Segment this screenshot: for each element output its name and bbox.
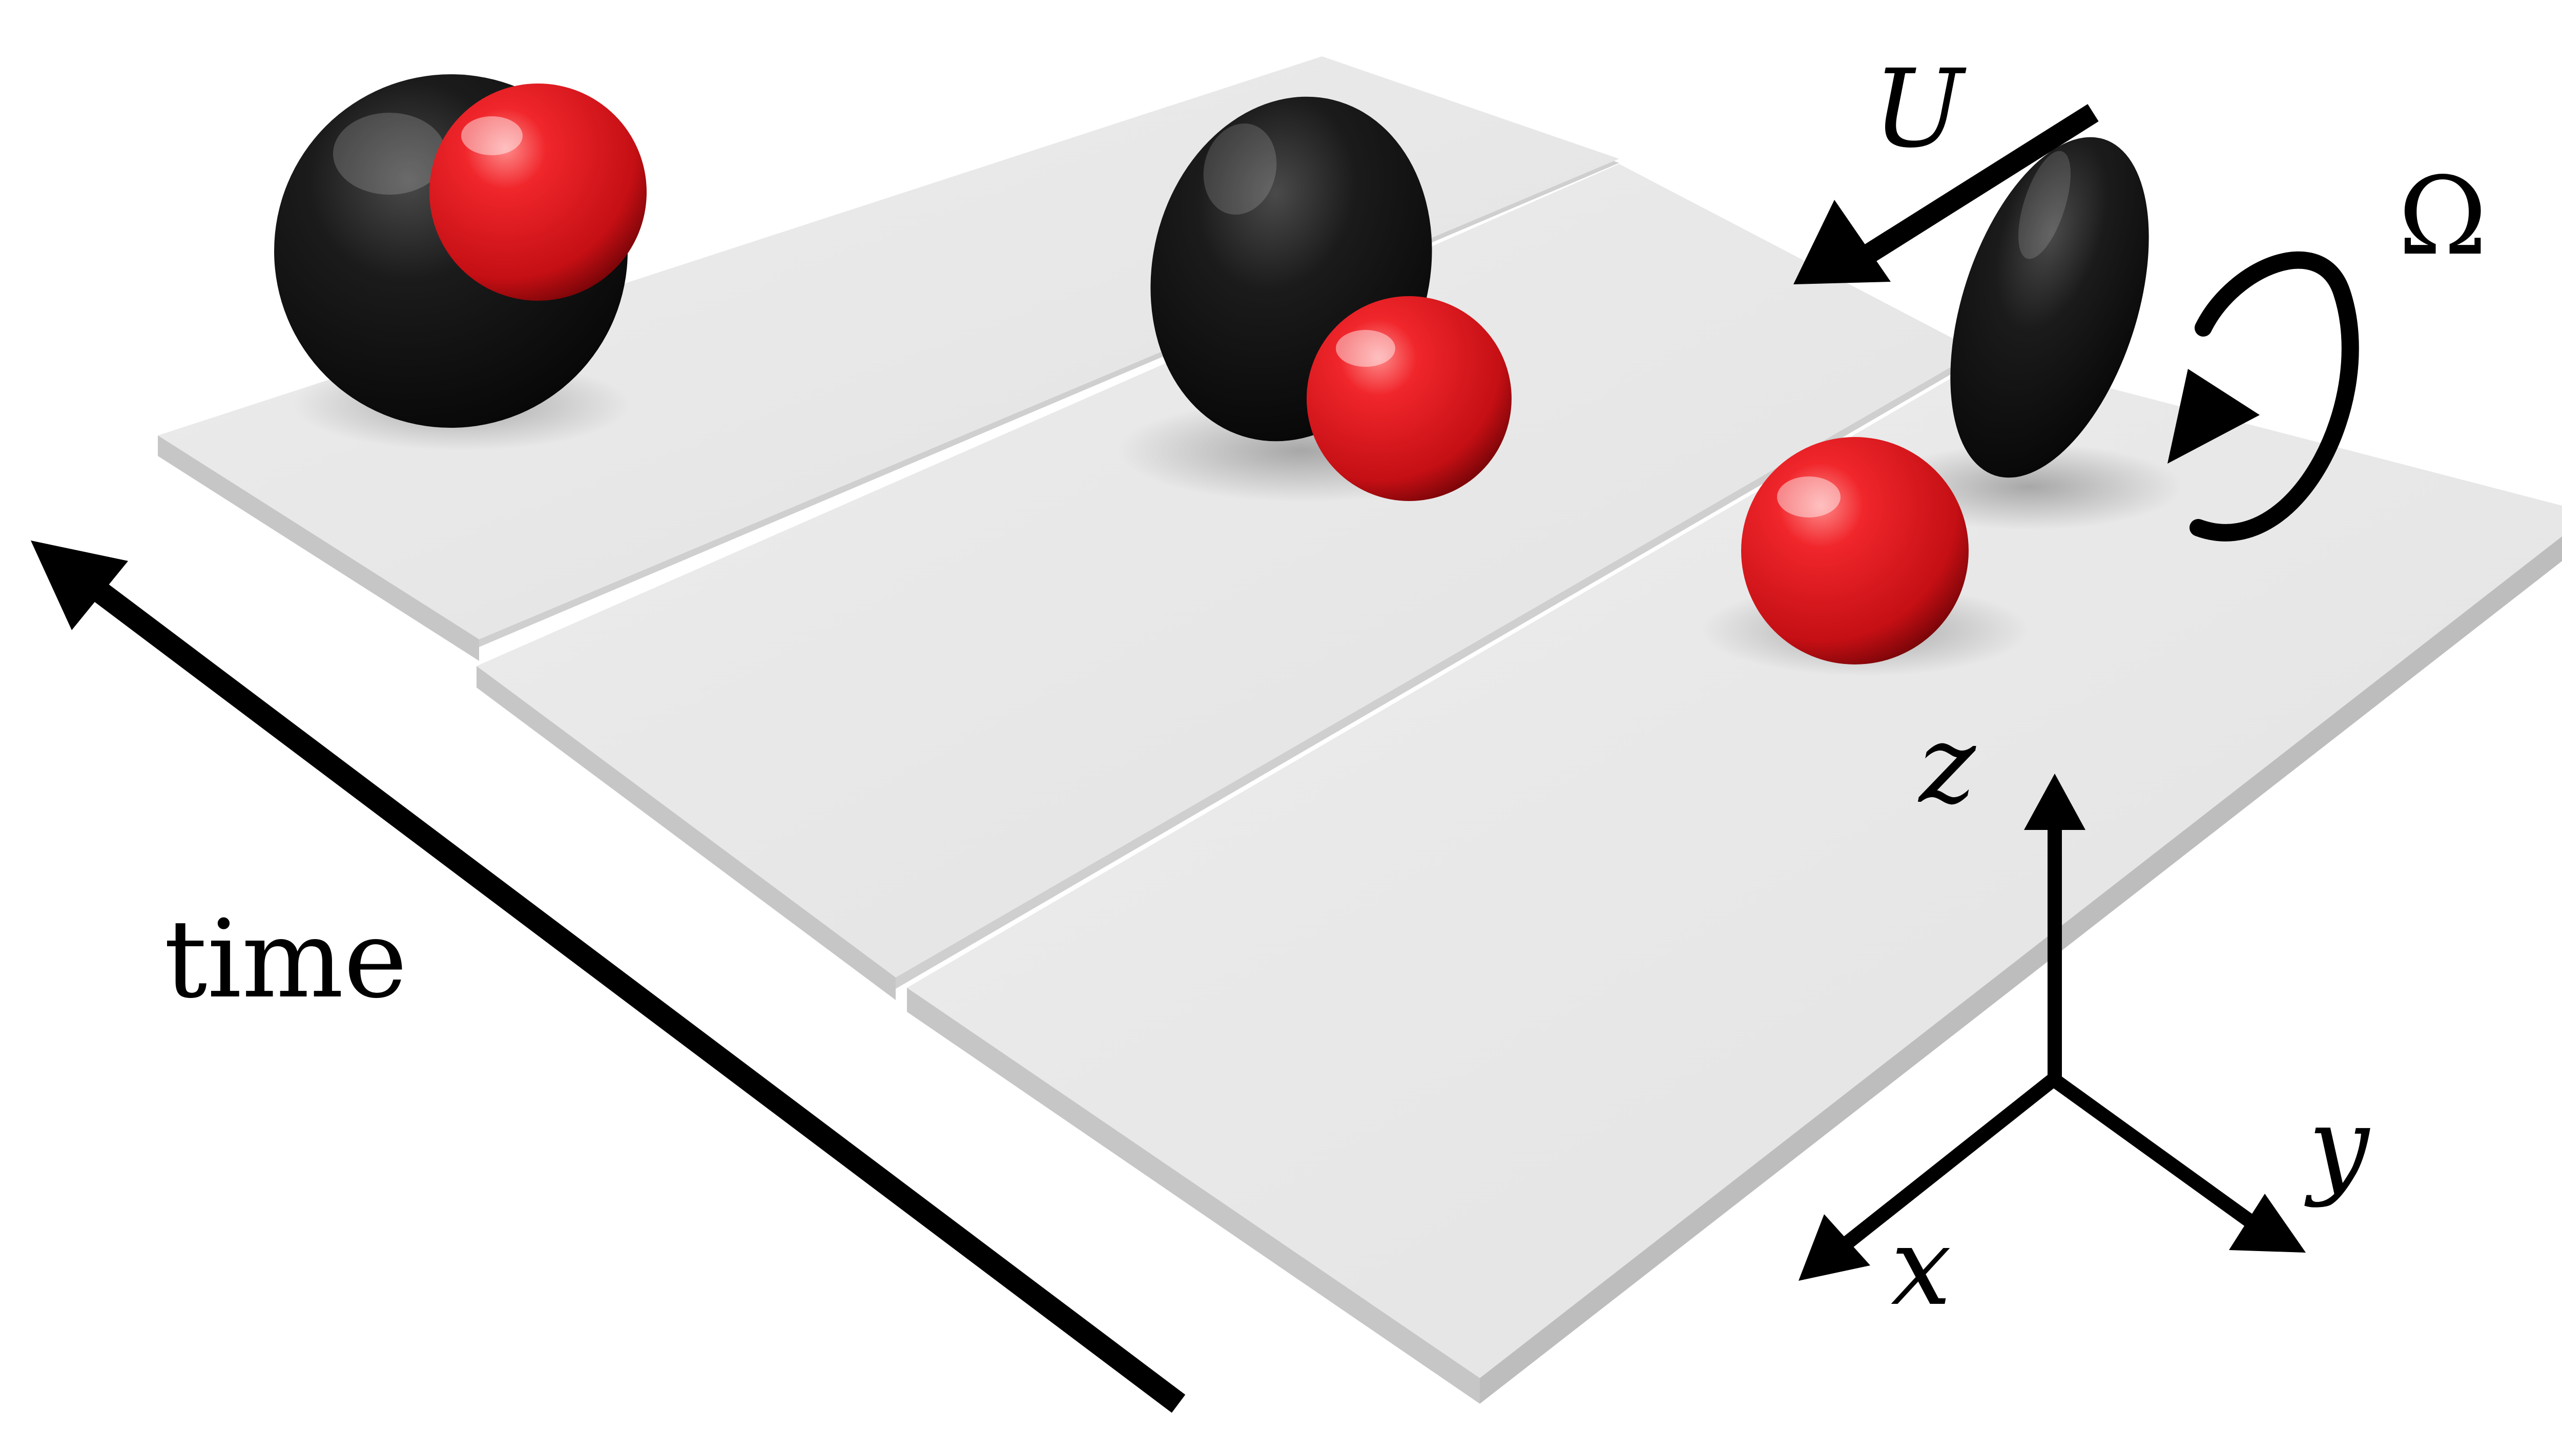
axis-z-label: z [1917, 702, 1976, 827]
red-sphere-icon [429, 84, 647, 301]
x-axis-arrow-icon [1799, 1073, 2059, 1281]
slab-front [907, 357, 2562, 1404]
black-disk-icon [1950, 137, 2149, 478]
velocity-arrow-icon [1793, 104, 2099, 284]
red-sphere-icon [1741, 437, 1969, 664]
y-axis-arrow-icon [2048, 1072, 2306, 1253]
angular-velocity-label: Ω [2398, 154, 2487, 279]
axis-x-label: x [1891, 1204, 1951, 1329]
time-arrow-icon [31, 540, 1186, 1413]
time-label: time [164, 897, 407, 1022]
rotation-arrow-icon [2167, 251, 2359, 542]
frame-2 [1150, 96, 1512, 501]
z-axis-arrow-icon [2024, 774, 2085, 1081]
velocity-label: U [1873, 46, 1967, 172]
slab-middle [477, 164, 1978, 1000]
red-sphere-icon [1307, 296, 1512, 501]
coordinate-axes [1799, 774, 2306, 1281]
frame-3 [1741, 137, 2149, 664]
axis-y-label: y [2304, 1084, 2370, 1209]
frame-1 [274, 74, 647, 428]
